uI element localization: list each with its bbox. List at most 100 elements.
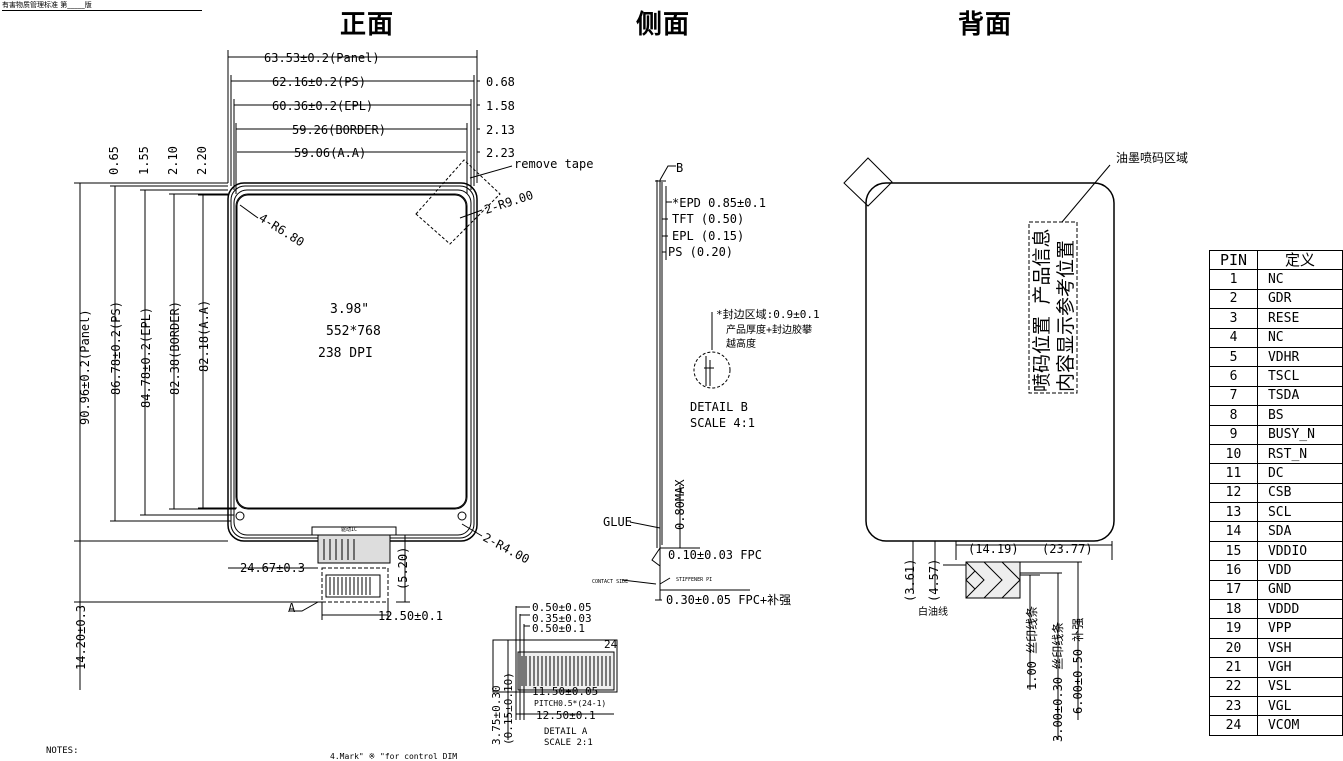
pin-definition: NC [1256,327,1343,348]
pin-number: 1 [1209,269,1258,290]
pin-definition: VGH [1256,657,1343,678]
r9-leader [459,209,483,219]
radius-r4: 2-R4.00 [481,530,532,566]
pin-definition: DC [1256,463,1343,484]
dim-epl-width: 60.36±0.2(EPL) [272,99,373,113]
notes-mark: 4.Mark" ※ "for control DIM [330,752,458,761]
pin-number: 18 [1209,599,1258,620]
seal-note-1: 产品厚度+封边胶攀 [726,323,812,336]
pin-definition: GDR [1256,288,1343,310]
pin-number: 12 [1209,482,1258,504]
pin-number: 4 [1209,327,1258,348]
back-view-title: 背面 [958,10,1013,40]
header-note: 有害物质管理标准 第_____版 [2,0,202,11]
pin-number: 6 [1209,366,1258,387]
pin-definition: TSCL [1256,366,1343,387]
pin-number: 14 [1209,521,1258,542]
pin-number: 15 [1209,540,1258,562]
pin-definition: VDDD [1256,599,1343,620]
panel-size: 3.98" [330,302,369,317]
r4-leader [461,523,483,537]
detail-b-caption: DETAIL B [690,400,748,414]
notes-title: NOTES: [46,746,79,756]
panel-resolution: 552*768 [326,324,381,339]
dim-aa-height: 82.18(A.A) [197,300,211,372]
pin-definition: TSDA [1256,385,1343,407]
silk-line-1: 1.00 丝印线条 [1025,606,1039,690]
pin-number: 10 [1209,443,1258,465]
bottom-height: 14.20±0.3 [74,605,88,670]
pin-definition: VSH [1256,637,1343,659]
border-outline [235,193,468,510]
dim-aa-width: 59.06(A.A) [294,146,366,160]
offset-065: 0.65 [107,146,121,175]
fpc-width: 12.50±0.1 [378,609,443,623]
pin-number: 3 [1209,308,1258,329]
detail-a-caption: DETAIL A [544,727,588,737]
pin-number: 2 [1209,288,1258,310]
detail-a-d1: 0.50±0.05 [532,601,592,614]
pin-definition: BS [1256,405,1343,426]
offset-155: 1.55 [137,146,151,175]
detail-a-width1: 11.50±0.05 [532,685,598,698]
detail-a-scale: SCALE 2:1 [544,738,593,748]
fpc-stiffener: 0.30±0.05 FPC+补强 [666,593,791,607]
active-area [236,194,467,509]
pin-definition: VDDIO [1256,540,1343,562]
h-dim-lines [227,50,480,194]
dim-panel-height: 90.96±0.2(Panel) [78,309,92,425]
pin-number: 16 [1209,560,1258,581]
fpc-thickness: 0.10±0.03 FPC [668,548,762,562]
layer-epd: *EPD 0.85±0.1 [672,196,766,210]
detail-a-pitch: PITCH0.5*(24-1) [534,699,606,708]
seal-note-2: 越高度 [726,337,756,350]
layer-epl: EPL (0.15) [672,229,744,243]
radius-r9: 2-R9.00 [483,188,535,217]
dim-ps-offset: 0.68 [486,75,515,89]
dim-border-offset: 2.13 [486,123,515,137]
pin-number: 20 [1209,637,1258,659]
dim-border-height: 82.38(BORDER) [168,301,182,395]
pin-number: 17 [1209,579,1258,601]
dim-epl-height: 84.78±0.2(EPL) [139,307,153,408]
dim-ps-height: 86.78±0.2(PS) [109,301,123,395]
offset-220: 2.20 [195,146,209,175]
pin-definition: SDA [1256,521,1343,542]
pin-number: 8 [1209,405,1258,426]
pin-header: PIN [1209,249,1258,271]
pin-table-header: PIN 定义 [1209,249,1343,271]
remove-tape-leader [469,165,513,179]
ink-line-2: 内容显示参考位置 [1055,240,1077,392]
glue-label: GLUE [603,515,632,529]
dim-panel-width: 63.53±0.2(Panel) [264,51,380,65]
back-view [843,157,1115,740]
seal-area: *封边区域:0.9±0.1 [716,307,820,321]
front-view-title: 正面 [340,10,395,40]
pin-number: 11 [1209,463,1258,484]
definition-header: 定义 [1256,249,1343,271]
panel-dpi: 238 DPI [318,346,373,361]
dim-ps-width: 62.16±0.2(PS) [272,75,366,89]
radius-r6: 4-R6.80 [256,211,306,250]
detail-a [492,606,618,740]
stiffener-label: STIFFENER PI [676,577,712,583]
dim-epl-offset: 1.58 [486,99,515,113]
pin-definition: VDD [1256,560,1343,581]
pin-definition: VCOM [1256,715,1343,736]
pin-definition: VDHR [1256,346,1343,368]
pin-number: 24 [1209,715,1258,736]
pin-definition: VPP [1256,618,1343,639]
dim-aa-offset: 2.23 [486,146,515,160]
v-dim-lines [74,182,237,542]
silk-line-2: 3.00±0.30 丝印线条 [1051,622,1065,742]
